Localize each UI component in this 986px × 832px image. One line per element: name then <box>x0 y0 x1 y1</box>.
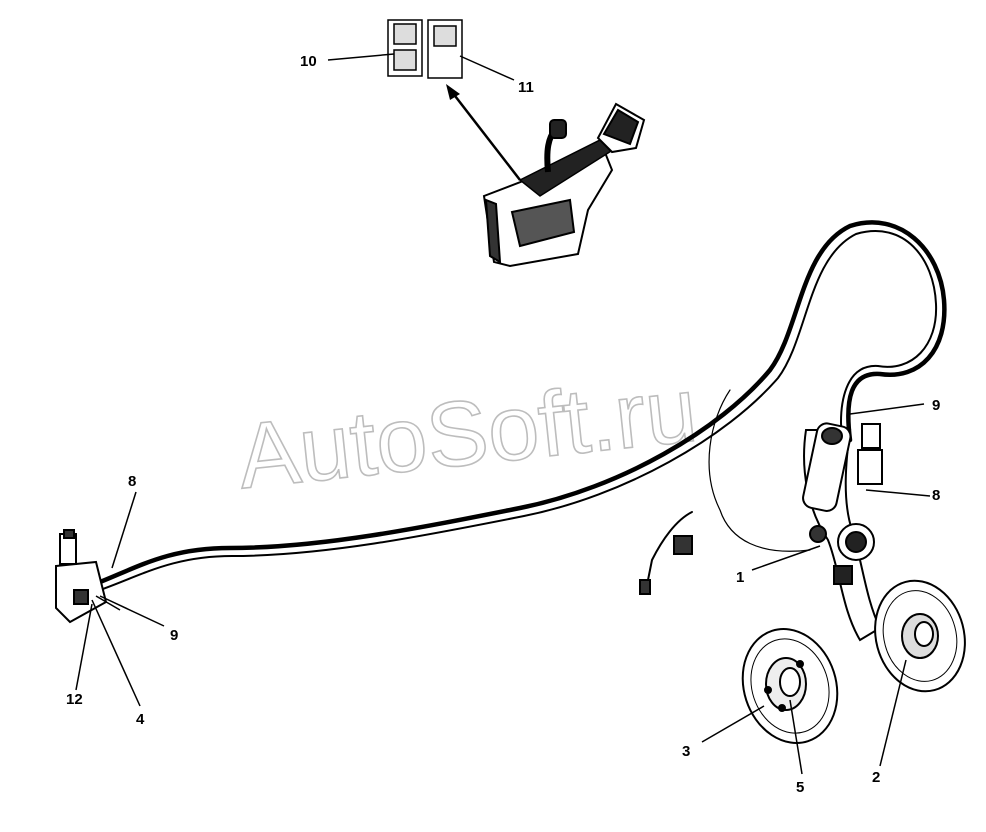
sensor-connector <box>639 535 693 595</box>
callout-4: 4 <box>136 711 145 728</box>
valve-block-left <box>55 529 121 624</box>
watermark-text: AutoSoft.ru <box>233 359 701 509</box>
leader-lines <box>75 53 931 775</box>
explode-arrow-head <box>446 84 460 100</box>
explode-arrow <box>451 91 521 181</box>
switch-panel-11 <box>427 19 463 79</box>
switch-panel-10 <box>387 19 423 77</box>
callout-11: 11 <box>518 79 534 96</box>
brake-disc-2 <box>874 579 966 693</box>
brake-caliper-assembly <box>802 422 883 642</box>
callout-3: 3 <box>682 743 690 760</box>
callout-5: 5 <box>796 779 804 796</box>
control-console <box>482 102 646 268</box>
callout-8-right: 8 <box>932 487 940 504</box>
callout-2: 2 <box>872 769 880 786</box>
callout-9-right: 9 <box>932 397 940 414</box>
callout-10: 10 <box>300 53 317 70</box>
callout-1: 1 <box>736 569 744 586</box>
hose-bundle <box>97 220 947 591</box>
callout-9-left: 9 <box>170 627 178 644</box>
brake-disc-3 <box>741 628 839 744</box>
callout-12: 12 <box>66 691 83 708</box>
callout-8-left: 8 <box>128 473 136 490</box>
